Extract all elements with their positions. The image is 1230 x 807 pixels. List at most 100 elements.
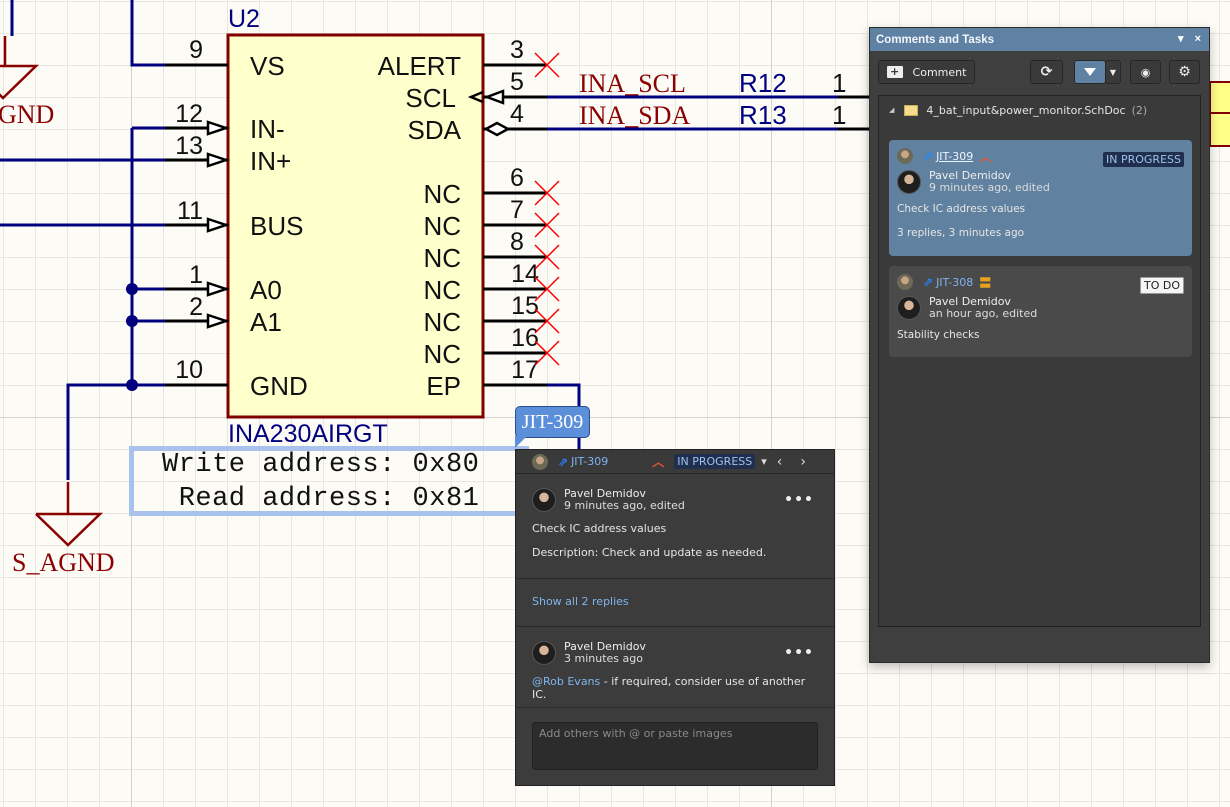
comment-time: 9 minutes ago, edited	[929, 181, 1050, 194]
panel-title-bar: Comments and Tasks ▾ ×	[870, 28, 1209, 51]
pin-name: NC	[423, 179, 461, 209]
issue-link[interactable]: JIT-308	[936, 275, 974, 289]
gnd-symbol	[0, 64, 40, 100]
author-name: Pavel Demidov	[564, 640, 646, 653]
comment-plus-icon: +	[886, 66, 903, 78]
net-label-sda[interactable]: INA_SDA	[579, 101, 690, 130]
comment-card[interactable]: ⇗ JIT-309 ︿ IN PROGRESS Pavel Demidov 9 …	[889, 140, 1192, 256]
author-name: Pavel Demidov	[929, 169, 1011, 182]
pin-name: NC	[423, 339, 461, 369]
pin-name: SDA	[408, 115, 462, 145]
status-badge: TO DO	[1139, 277, 1184, 294]
panel-menu-icon[interactable]: ▾	[1177, 33, 1184, 45]
no-connect-icon	[534, 180, 560, 206]
output-arrow-icon	[483, 89, 505, 105]
pin-number: 11	[177, 197, 203, 225]
more-options-button[interactable]: •••	[784, 492, 814, 508]
comment-callout[interactable]: JIT-309	[515, 406, 590, 438]
designator-label: U2	[228, 5, 260, 33]
no-connect-icon	[534, 276, 560, 302]
pin-number: 7	[510, 196, 524, 224]
add-comment-button[interactable]: + Comment	[878, 60, 975, 84]
issue-link[interactable]: JIT-309	[571, 455, 609, 468]
resistor-pin-number: 1	[832, 68, 846, 98]
panel-close-icon[interactable]: ×	[1194, 33, 1201, 45]
write-address-text: Write address: 0x80	[162, 450, 480, 480]
grid-major-line	[771, 0, 772, 807]
author-avatar	[532, 488, 556, 512]
pin-number: 5	[510, 68, 524, 96]
author-name: Pavel Demidov	[564, 487, 646, 500]
refresh-button[interactable]: ⟳	[1030, 60, 1063, 84]
resistor-r12-label[interactable]: R12	[739, 68, 787, 98]
comment-card[interactable]: ⇗ JIT-308 〓 TO DO Pavel Demidov an hour …	[889, 266, 1192, 357]
junction-dot	[126, 283, 138, 295]
comments-tree: ◢ 4_bat_input&power_monitor.SchDoc (2) ⇗…	[878, 95, 1201, 627]
no-connect-icon	[534, 212, 560, 238]
reply-input[interactable]	[532, 722, 818, 770]
comment-popup: ⇗ JIT-309 ︿ IN PROGRESS ▾ ‹ › Pavel Demi…	[515, 449, 835, 786]
next-comment-button[interactable]: ›	[800, 453, 806, 470]
input-arrow-icon	[206, 313, 230, 329]
popup-header: ⇗ JIT-309 ︿ IN PROGRESS ▾ ‹ ›	[516, 450, 834, 474]
gnd-label: GND	[0, 100, 54, 129]
input-arrow-icon	[206, 281, 230, 297]
settings-button[interactable]: ⚙	[1169, 60, 1200, 84]
chevron-down-icon: ▼	[1109, 67, 1117, 77]
pin-name: NC	[423, 243, 461, 273]
s-agnd-label: S_AGND	[12, 548, 115, 577]
no-connect-icon	[534, 340, 560, 366]
status-badge[interactable]: IN PROGRESS	[674, 454, 756, 469]
part-name-label: INA230AIRGT	[228, 420, 388, 448]
no-connect-icon	[534, 52, 560, 78]
visibility-button[interactable]: ◉	[1130, 60, 1161, 84]
pin-name: ALERT	[378, 51, 461, 81]
document-node[interactable]: ◢ 4_bat_input&power_monitor.SchDoc (2)	[879, 96, 1200, 124]
pin-number: 10	[175, 356, 203, 384]
filter-button[interactable]	[1074, 60, 1106, 84]
resistor-r13-label[interactable]: R13	[739, 100, 787, 130]
pin-name: VS	[250, 51, 285, 81]
priority-high-icon: ︿	[979, 149, 992, 164]
document-icon	[904, 104, 919, 116]
pin-number: 1	[189, 261, 203, 289]
collapse-triangle-icon[interactable]: ◢	[889, 106, 895, 114]
replies-section: Show all 2 replies	[516, 579, 834, 626]
mention-link[interactable]: @Rob Evans	[532, 675, 601, 688]
show-replies-link[interactable]: Show all 2 replies	[532, 595, 629, 608]
pin-name: IN-	[250, 114, 285, 144]
status-dropdown-icon[interactable]: ▾	[761, 455, 767, 468]
comment-title: Check IC address values	[532, 522, 667, 535]
wire	[130, 0, 165, 67]
no-connect-icon	[534, 244, 560, 270]
pin-number: 8	[510, 228, 524, 256]
pin-number: 17	[511, 356, 539, 384]
priority-high-icon: ︿	[652, 455, 665, 469]
pin-name: SCL	[405, 83, 456, 113]
input-arrow-icon	[206, 217, 230, 233]
net-label-scl[interactable]: INA_SCL	[579, 69, 686, 98]
author-avatar	[897, 170, 921, 194]
author-avatar	[532, 641, 556, 665]
callout-tail	[515, 436, 527, 448]
pin-name: BUS	[250, 211, 303, 241]
filter-dropdown-button[interactable]: ▼	[1105, 60, 1121, 84]
replies-summary[interactable]: 3 replies, 3 minutes ago	[897, 227, 1025, 239]
more-options-button[interactable]: •••	[784, 645, 814, 661]
author-name: Pavel Demidov	[929, 295, 1011, 308]
panel-title: Comments and Tasks	[876, 33, 995, 46]
ic-body[interactable]	[226, 33, 485, 419]
comment-text: Check IC address values	[897, 203, 1026, 215]
pin-number: 4	[510, 100, 524, 128]
eye-icon: ◉	[1140, 65, 1151, 79]
prev-comment-button[interactable]: ‹	[776, 453, 783, 470]
filter-icon	[1084, 68, 1096, 76]
input-arrow-icon	[206, 152, 230, 168]
refresh-icon: ⟳	[1040, 64, 1053, 80]
priority-medium-icon: 〓	[979, 275, 992, 290]
pin-name: NC	[423, 275, 461, 305]
issue-link[interactable]: JIT-309	[936, 149, 974, 163]
comment-time: an hour ago, edited	[929, 307, 1038, 320]
status-badge: IN PROGRESS	[1103, 152, 1184, 167]
